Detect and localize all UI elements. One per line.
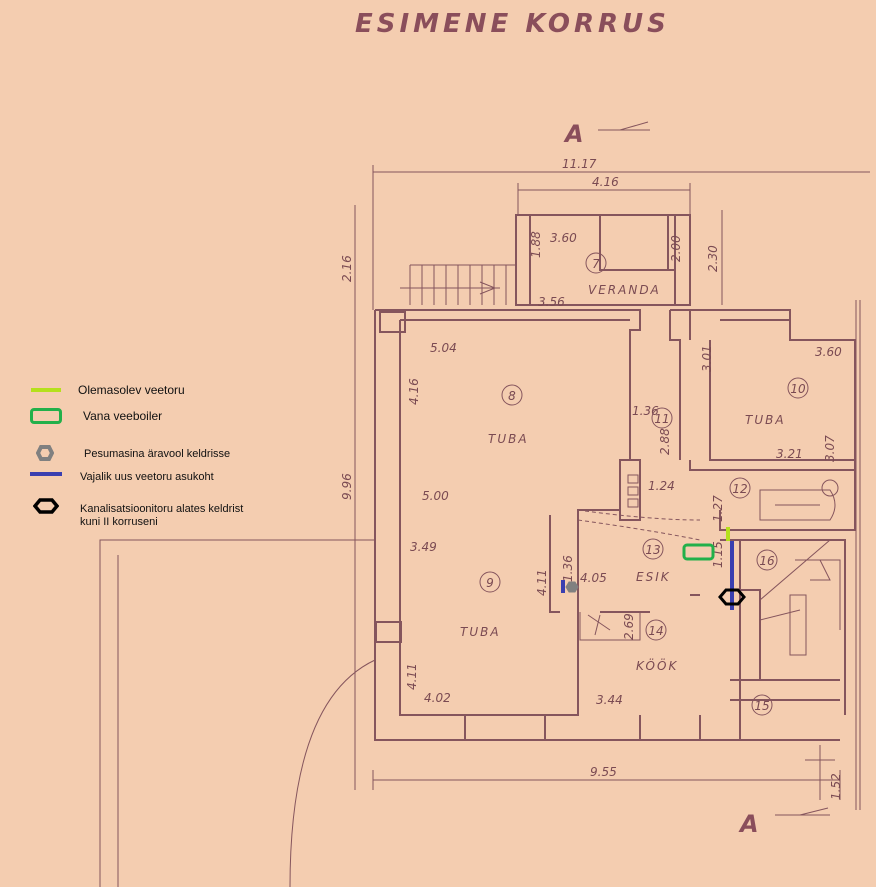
room-number-15: 15 bbox=[754, 699, 769, 713]
section-arrow-bottom bbox=[775, 807, 830, 816]
room-name-14: KÖÖK bbox=[636, 657, 678, 673]
room-name-veranda: VERANDA bbox=[588, 283, 661, 297]
legend-label-sewer-pipe: Kanalisatsioonitoru alates keldrist bbox=[80, 503, 244, 515]
room-number-10: 10 bbox=[790, 382, 806, 396]
dimension-label: 3.56 bbox=[538, 295, 565, 309]
room-name-8: TUBA bbox=[488, 432, 529, 446]
dimension-lines bbox=[354, 165, 870, 800]
dimension-label: 9.96 bbox=[340, 473, 354, 500]
dimension-label: 4.05 bbox=[580, 571, 607, 585]
room-number-13: 13 bbox=[645, 543, 660, 557]
dimension-label: 4.11 bbox=[535, 569, 549, 596]
dimension-label: 3.44 bbox=[596, 693, 623, 707]
black-hexagon-icon bbox=[33, 498, 59, 514]
dimension-label: 2.00 bbox=[669, 235, 683, 262]
dimension-label: 1.52 bbox=[829, 773, 843, 800]
dimension-label: 3.60 bbox=[815, 345, 842, 359]
dimension-label: 5.00 bbox=[422, 489, 449, 503]
yellow-green-line-icon bbox=[31, 388, 61, 392]
dimension-label: 1.27 bbox=[711, 495, 725, 522]
dimension-label: 4.16 bbox=[407, 378, 421, 405]
room-numbers: 7 8 10 11 12 13 16 9 14 15 bbox=[479, 252, 809, 716]
dimension-label: 9.55 bbox=[590, 765, 617, 779]
section-arrow-top bbox=[598, 121, 650, 131]
room-number-8: 8 bbox=[508, 389, 516, 403]
dimension-label: 4.02 bbox=[424, 691, 451, 705]
old-water-boiler-marker bbox=[682, 543, 715, 561]
washing-machine-drain-marker bbox=[565, 581, 579, 593]
dimension-label: 4.16 bbox=[592, 175, 619, 189]
house-walls bbox=[99, 300, 861, 887]
room-number-11: 11 bbox=[654, 412, 669, 426]
dimension-label: 2.16 bbox=[340, 255, 354, 282]
section-mark-bottom: A bbox=[738, 810, 763, 838]
legend-label-washer-drain: Pesumasina äravool keldrisse bbox=[84, 448, 231, 460]
room-name-13: ESIK bbox=[636, 570, 671, 584]
legend-label-new-pipe: Vajalik uus veetoru asukoht bbox=[80, 471, 214, 483]
dimension-label: 3.60 bbox=[550, 231, 577, 245]
grey-hexagon-icon bbox=[36, 445, 54, 461]
blue-line-icon bbox=[30, 472, 62, 476]
veranda bbox=[400, 214, 691, 306]
sewer-pipe-marker bbox=[718, 588, 746, 606]
dimension-label: 3.07 bbox=[823, 435, 837, 462]
dimension-labels: 11.17 4.16 3.60 1.88 2.00 2.30 2.16 3.56… bbox=[340, 157, 843, 800]
dimension-label: 4.11 bbox=[405, 663, 419, 690]
room-number-7: 7 bbox=[592, 257, 600, 271]
dimension-label: 11.17 bbox=[562, 157, 597, 171]
green-rounded-rect-icon bbox=[30, 408, 62, 424]
dimension-label: 2.88 bbox=[658, 428, 672, 455]
dimension-label: 2.30 bbox=[706, 245, 720, 272]
room-number-14: 14 bbox=[648, 624, 663, 638]
room-number-9: 9 bbox=[486, 576, 494, 590]
dimension-label: 3.01 bbox=[700, 345, 714, 372]
legend-label-sewer-pipe-line2: kuni II korruseni bbox=[80, 516, 158, 528]
legend-label-old-boiler: Vana veeboiler bbox=[83, 409, 163, 423]
dimension-label: 3.21 bbox=[776, 447, 803, 461]
room-name-9: TUBA bbox=[460, 625, 501, 639]
plan-title: ESIMENE KORRUS bbox=[355, 9, 670, 39]
room-number-12: 12 bbox=[732, 482, 747, 496]
dimension-label: 5.04 bbox=[430, 341, 457, 355]
legend-label-existing-pipe: Olemasolev veetoru bbox=[78, 383, 185, 397]
room-names: VERANDA TUBA TUBA TUBA ESIK KÖÖK bbox=[460, 283, 786, 673]
dimension-label: 1.24 bbox=[648, 479, 675, 493]
dimension-label: 1.36 bbox=[561, 555, 575, 582]
room-number-16: 16 bbox=[759, 554, 775, 568]
room-name-10: TUBA bbox=[745, 413, 786, 427]
dimension-label: 1.88 bbox=[529, 231, 543, 258]
dimension-label: 1.36 bbox=[632, 404, 659, 418]
dimension-label: 2.69 bbox=[622, 613, 636, 640]
section-mark-top: A bbox=[563, 120, 588, 148]
dimension-label: 3.49 bbox=[410, 540, 437, 554]
